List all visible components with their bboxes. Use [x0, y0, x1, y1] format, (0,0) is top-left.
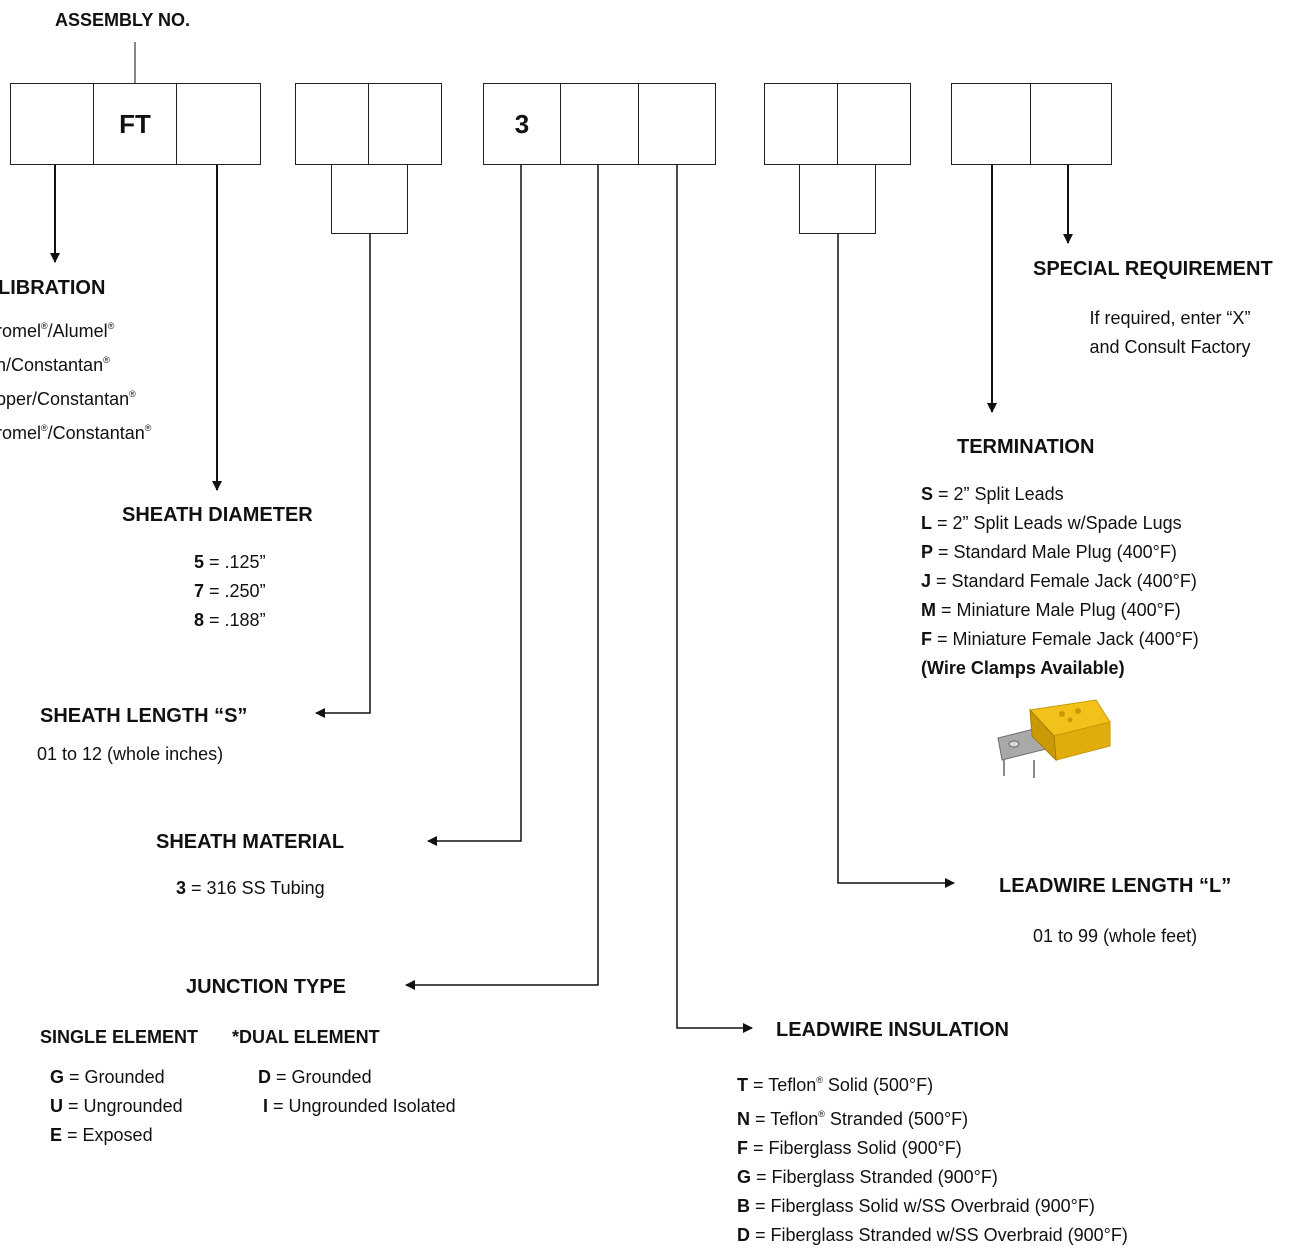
leadwire-insulation-list: T = Teflon® Solid (500°F) N = Teflon® St… — [737, 1066, 1128, 1250]
calibration-item: romel®/Alumel® — [0, 321, 115, 341]
sheath-diameter-item: 8 = .188” — [194, 610, 266, 630]
leadwire-insulation-title: LEADWIRE INSULATION — [776, 1019, 1009, 1041]
sheath-length-title: SHEATH LENGTH “S” — [40, 705, 248, 727]
termination-title: TERMINATION — [957, 436, 1095, 458]
calibration-item: pper/Constantan® — [0, 389, 136, 409]
leadwire-insulation-item: B = Fiberglass Solid w/SS Overbraid (900… — [737, 1196, 1095, 1216]
box-sheath-length-sub — [331, 164, 408, 234]
termination-list: S = 2” Split Leads L = 2” Split Leads w/… — [921, 480, 1199, 683]
sheath-length-connector — [315, 233, 371, 718]
junction-type-connector — [405, 164, 599, 990]
box-sheath-diameter[interactable] — [176, 83, 261, 165]
termination-item: P = Standard Male Plug (400°F) — [921, 542, 1177, 562]
termination-note: (Wire Clamps Available) — [921, 658, 1125, 678]
calibration-title: LIBRATION — [0, 277, 106, 299]
assembly-no-label: ASSEMBLY NO. — [55, 10, 191, 30]
leadwire-insulation-item: D = Fiberglass Stranded w/SS Overbraid (… — [737, 1225, 1128, 1245]
sheath-material-desc: 3 = 316 SS Tubing — [176, 878, 325, 898]
single-element-item: E = Exposed — [50, 1125, 153, 1145]
sheath-diameter-title: SHEATH DIAMETER — [122, 504, 313, 526]
leadwire-length-title: LEADWIRE LENGTH “L” — [999, 875, 1232, 897]
box-leadwire-length-sub — [799, 164, 876, 234]
junction-type-title: JUNCTION TYPE — [186, 976, 347, 998]
leadwire-insulation-item: N = Teflon® Stranded (500°F) — [737, 1109, 969, 1129]
box-leadwire-length-2[interactable] — [837, 83, 911, 165]
dual-element-list: D = Grounded I = Ungrounded Isolated — [258, 1063, 456, 1121]
calibration-item: romel®/Constantan® — [0, 423, 152, 443]
sheath-material-connector — [427, 164, 522, 846]
box-junction-type[interactable] — [560, 83, 639, 165]
sheath-diameter-item: 7 = .250” — [194, 581, 266, 601]
leadwire-length-connector — [837, 233, 955, 888]
box-leadwire-insulation[interactable] — [638, 83, 716, 165]
dual-element-item: D = Grounded — [258, 1067, 372, 1087]
dual-element-title: *DUAL ELEMENT — [232, 1027, 380, 1047]
single-element-item: U = Ungrounded — [50, 1096, 183, 1116]
miniature-plug-image — [997, 699, 1111, 778]
leadwire-insulation-item: G = Fiberglass Stranded (900°F) — [737, 1167, 998, 1187]
box-ft: FT — [93, 83, 177, 165]
leadwire-insulation-item: T = Teflon® Solid (500°F) — [737, 1075, 934, 1095]
single-element-list: G = Grounded U = Ungrounded E = Exposed — [50, 1063, 183, 1150]
sheath-diameter-list: 5 = .125” 7 = .250” 8 = .188” — [194, 548, 266, 635]
sheath-length-desc: 01 to 12 (whole inches) — [37, 744, 224, 764]
leadwire-insulation-connector — [676, 164, 753, 1033]
sheath-diameter-item: 5 = .125” — [194, 552, 266, 572]
box-special-requirement[interactable] — [1030, 83, 1112, 165]
calibration-item: n/Constantan® — [0, 355, 110, 375]
box-termination[interactable] — [951, 83, 1031, 165]
box-calibration[interactable] — [10, 83, 94, 165]
termination-item: M = Miniature Male Plug (400°F) — [921, 600, 1181, 620]
single-element-title: SINGLE ELEMENT — [40, 1027, 199, 1047]
termination-item: L = 2” Split Leads w/Spade Lugs — [921, 513, 1182, 533]
single-element-item: G = Grounded — [50, 1067, 165, 1087]
special-requirement-desc: If required, enter “X” and Consult Facto… — [1070, 304, 1270, 362]
termination-item: F = Miniature Female Jack (400°F) — [921, 629, 1199, 649]
leadwire-length-desc: 01 to 99 (whole feet) — [1033, 926, 1198, 946]
termination-item: S = 2” Split Leads — [921, 484, 1064, 504]
special-requirement-line2: and Consult Factory — [1089, 337, 1251, 357]
box-sheath-length-2[interactable] — [368, 83, 442, 165]
dual-element-item: I = Ungrounded Isolated — [263, 1096, 456, 1116]
box-leadwire-length-1[interactable] — [764, 83, 838, 165]
special-requirement-line1: If required, enter “X” — [1089, 308, 1251, 328]
leadwire-insulation-item: F = Fiberglass Solid (900°F) — [737, 1138, 962, 1158]
sheath-material-title: SHEATH MATERIAL — [156, 831, 345, 853]
box-sheath-length-1[interactable] — [295, 83, 369, 165]
calibration-list: romel®/Alumel® n/Constantan® pper/Consta… — [0, 312, 151, 448]
box-sheath-material: 3 — [483, 83, 561, 165]
special-requirement-title: SPECIAL REQUIREMENT — [1033, 258, 1273, 280]
termination-item: J = Standard Female Jack (400°F) — [921, 571, 1197, 591]
